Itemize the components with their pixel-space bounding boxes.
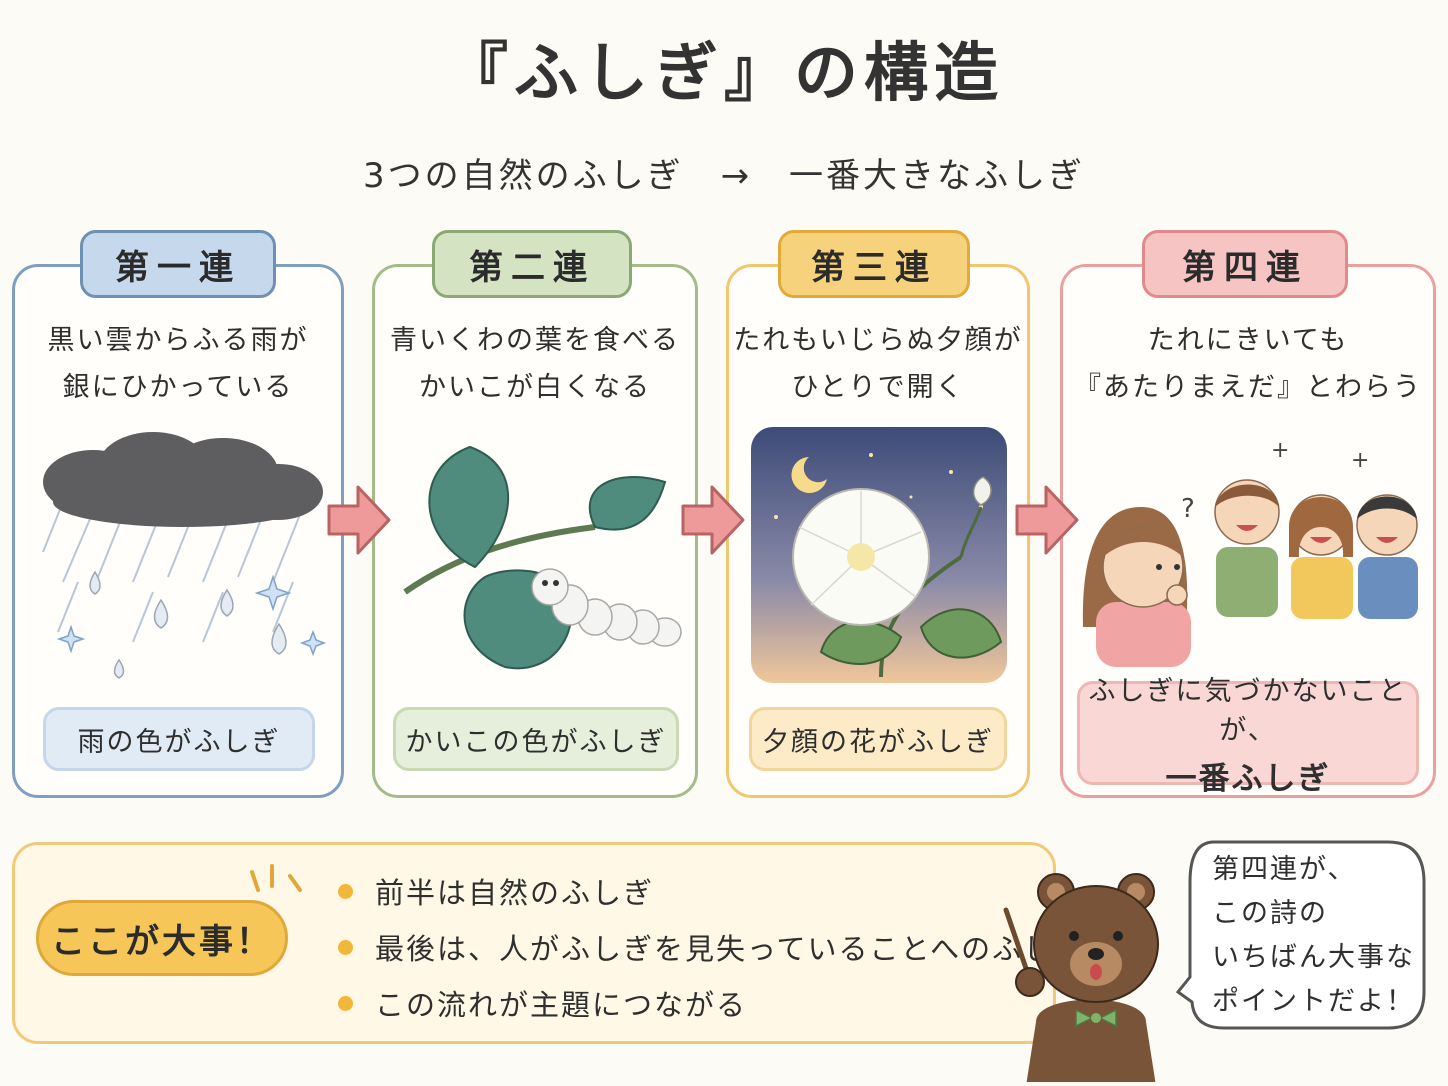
arrow-right-icon bbox=[681, 485, 745, 555]
stanza-2-label: 第二連 bbox=[432, 230, 632, 298]
bear-teacher-icon bbox=[1003, 873, 1159, 1082]
speech-line-2: この詩の bbox=[1212, 898, 1328, 929]
important-badge: ここが大事！ bbox=[36, 900, 288, 976]
summary-point-1-text: 前半は自然のふしぎ bbox=[375, 876, 655, 910]
summary-point-1: 前半は自然のふしぎ bbox=[338, 870, 654, 912]
speech-bubble bbox=[1175, 840, 1426, 1030]
stanza-4-note: ふしぎに気づかないことが、 一番ふしぎ bbox=[1077, 676, 1419, 797]
stanza-2-line-1: 青いくわの葉を食べる bbox=[390, 325, 680, 356]
stanza-2-note-text: かいこの色がふしぎ bbox=[405, 726, 667, 758]
mulberry-leaf-silkworm-icon bbox=[403, 445, 682, 670]
stanza-2-text: 青いくわの葉を食べる かいこが白くなる bbox=[375, 317, 695, 411]
stanza-3-line-1: たれもいじらぬ夕顔が bbox=[733, 325, 1023, 356]
page-subtitle: 3つの自然のふしぎ → 一番大きなふしぎ bbox=[362, 156, 1086, 196]
stanza-panel-1: 黒い雲からふる雨が 銀にひかっている 雨の色がふしぎ bbox=[12, 264, 344, 798]
page-title: 『ふしぎ』の構造 bbox=[444, 37, 1004, 111]
speech-line-4: ポイントだよ！ bbox=[1212, 986, 1415, 1017]
stanza-3-note: 夕顔の花がふしぎ bbox=[749, 707, 1007, 771]
stanza-panel-3: たれもいじらぬ夕顔が ひとりで開く 夕顔の花がふしぎ bbox=[726, 264, 1030, 798]
stanza-1-text: 黒い雲からふる雨が 銀にひかっている bbox=[15, 317, 341, 411]
speech-line-3: いちばん大事な bbox=[1212, 942, 1415, 973]
bullet-icon bbox=[338, 995, 353, 1011]
stanza-4-label: 第四連 bbox=[1142, 230, 1348, 298]
stanza-panel-2: 青いくわの葉を食べる かいこが白くなる かいこの色がふしぎ bbox=[372, 264, 698, 798]
svg-text:?: ? bbox=[1181, 494, 1195, 524]
bullet-icon bbox=[338, 883, 353, 899]
stanza-2-line-2: かいこが白くなる bbox=[419, 372, 651, 403]
svg-text:+: + bbox=[1271, 438, 1289, 463]
puzzled-girl-laughing-friends-icon: ? + + bbox=[1082, 438, 1418, 667]
summary-point-2: 最後は、人がふしぎを見失っていることへのふしぎ bbox=[338, 926, 1085, 968]
stanza-1-note-text: 雨の色がふしぎ bbox=[77, 726, 281, 758]
summary-point-3-text: この流れが主題につながる bbox=[375, 988, 748, 1022]
stanza-3-label: 第三連 bbox=[778, 230, 970, 298]
stanza-4-line-2: 『あたりまえだ』とわらう bbox=[1074, 372, 1422, 403]
emphasis-lines-icon bbox=[250, 864, 302, 892]
bullet-icon bbox=[338, 939, 353, 955]
summary-point-3: この流れが主題につながる bbox=[338, 982, 747, 1024]
stanza-3-text: たれもいじらぬ夕顔が ひとりで開く bbox=[729, 317, 1027, 411]
summary-point-2-text: 最後は、人がふしぎを見失っていることへのふしぎ bbox=[375, 932, 1086, 966]
arrow-right-icon bbox=[1015, 485, 1079, 555]
stanza-4-line-1: たれにきいても bbox=[1147, 325, 1349, 356]
moonflower-night-icon bbox=[751, 427, 1007, 683]
stanza-1-line-1: 黒い雲からふる雨が bbox=[47, 325, 309, 356]
stanza-4-note-line-1: ふしぎに気づかないことが、 bbox=[1088, 675, 1408, 746]
stanza-4-note-line-2: 一番ふしぎ bbox=[1165, 760, 1331, 797]
speech-line-1: 第四連が、 bbox=[1212, 854, 1357, 885]
stanza-1-note: 雨の色がふしぎ bbox=[43, 707, 315, 771]
stanza-3-line-2: ひとりで開く bbox=[791, 372, 965, 403]
stanza-panel-4: たれにきいても 『あたりまえだ』とわらう ? + + ふしぎに気づかないことが、… bbox=[1060, 264, 1436, 798]
rain-cloud-icon bbox=[42, 432, 327, 679]
arrow-right-icon bbox=[327, 485, 391, 555]
speech-bubble-text: 第四連が、 この詩の いちばん大事な ポイントだよ！ bbox=[1212, 848, 1415, 1024]
stanza-2-note: かいこの色がふしぎ bbox=[393, 707, 679, 771]
stanza-1-line-2: 銀にひかっている bbox=[62, 372, 294, 403]
stanza-3-note-text: 夕顔の花がふしぎ bbox=[762, 726, 994, 758]
stanza-4-text: たれにきいても 『あたりまえだ』とわらう bbox=[1063, 317, 1433, 411]
svg-text:+: + bbox=[1351, 448, 1369, 473]
stanza-1-label: 第一連 bbox=[80, 230, 276, 298]
